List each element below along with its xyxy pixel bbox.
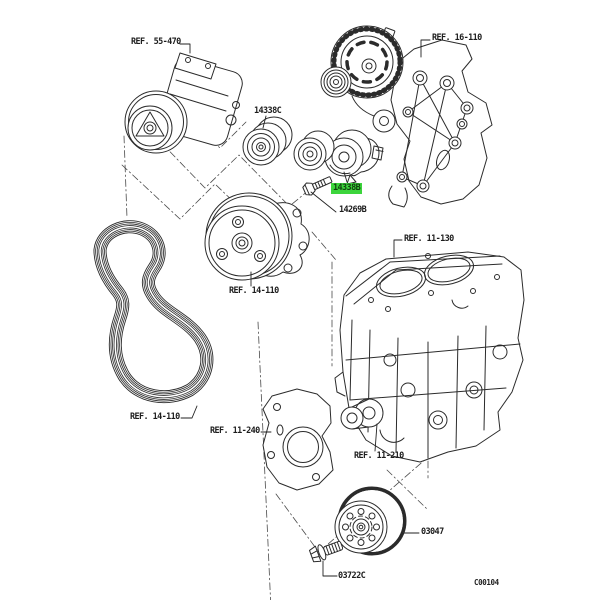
label-ref-11-240[interactable]: REF. 11-240 <box>210 426 260 436</box>
label-ref-14-110-pump[interactable]: REF. 14-110 <box>229 286 279 296</box>
label-14269b[interactable]: 14269B <box>339 205 367 215</box>
label-leader-lines <box>179 39 431 577</box>
label-14338c[interactable]: 14338C <box>254 106 282 116</box>
ac-compressor-drawing <box>124 52 243 154</box>
label-ref-55-470[interactable]: REF. 55-470 <box>131 37 181 47</box>
belt-tensioner-drawing <box>293 129 384 185</box>
alternator-bracket-drawing <box>388 39 493 208</box>
gusset-bracket-drawing <box>262 388 334 491</box>
drive-belt-drawing <box>93 220 214 404</box>
idler-pulley-drawing <box>242 116 293 166</box>
figure-code: C00104 <box>474 578 499 587</box>
cylinder-block-drawing <box>334 251 525 463</box>
label-ref-16-110[interactable]: REF. 16-110 <box>432 33 482 43</box>
tensioner-bolt-drawing <box>302 176 333 196</box>
label-14338b-highlighted[interactable]: 14338B <box>331 183 363 194</box>
water-pump-drawing <box>204 192 310 281</box>
label-03047[interactable]: 03047 <box>421 527 444 537</box>
crankshaft-pulley-drawing <box>334 486 407 556</box>
label-ref-14-110-belt[interactable]: REF. 14-110 <box>130 412 180 422</box>
pulley-bolt-drawing <box>308 540 344 563</box>
label-ref-11-130[interactable]: REF. 11-130 <box>404 234 454 244</box>
label-03722c[interactable]: 03722C <box>338 571 366 581</box>
alternator-drawing <box>320 25 404 133</box>
label-ref-11-210[interactable]: REF. 11-210 <box>354 451 404 461</box>
